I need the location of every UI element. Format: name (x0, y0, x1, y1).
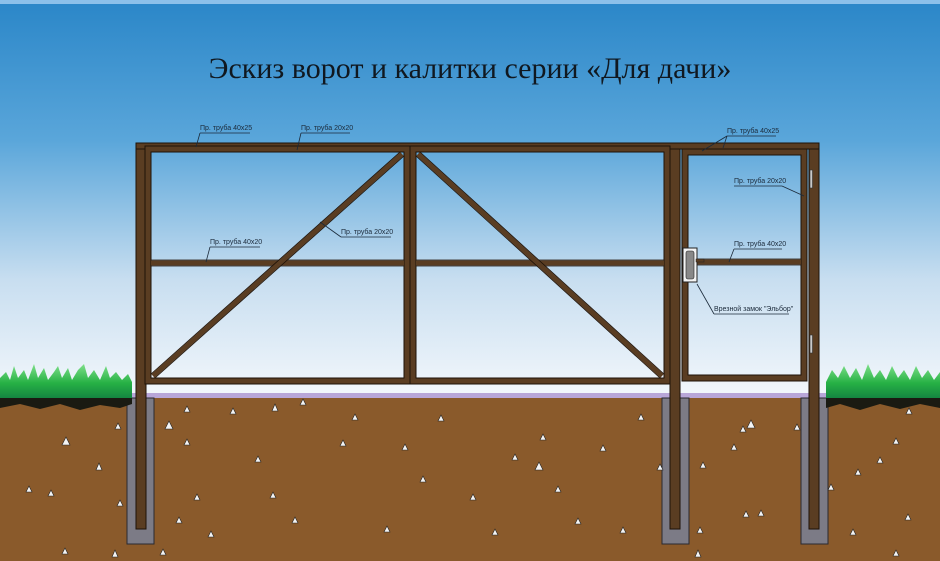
label-gate-top-inner: Пр. труба 20х20 (301, 124, 353, 132)
label-wicket-top: Пр. труба 40х25 (727, 127, 779, 135)
label-gate-middle: Пр. труба 40х20 (210, 238, 262, 246)
annotations: Пр. труба 40х25 Пр. труба 20х20 Пр. труб… (195, 124, 805, 315)
hinges (809, 169, 813, 354)
label-lock: Врезной замок "Эльбор" (714, 305, 794, 313)
gate-left-leaf (144, 145, 411, 385)
label-gate-diagonal: Пр. труба 20х20 (341, 228, 393, 236)
ground-line (130, 393, 830, 399)
label-wicket-side: Пр. труба 20х20 (734, 177, 786, 185)
mortise-lock (682, 247, 705, 283)
grass-left (0, 364, 132, 410)
diagram-title: Эскиз ворот и калитки серии «Для дачи» (209, 52, 732, 85)
grass-right (826, 364, 940, 410)
post-middle (669, 142, 681, 530)
soil-stones (25, 398, 913, 558)
label-gate-top-outer: Пр. труба 40х25 (200, 124, 252, 132)
soil (0, 398, 940, 561)
label-wicket-middle: Пр. труба 40х20 (734, 240, 786, 248)
gate-right-leaf (409, 145, 671, 385)
